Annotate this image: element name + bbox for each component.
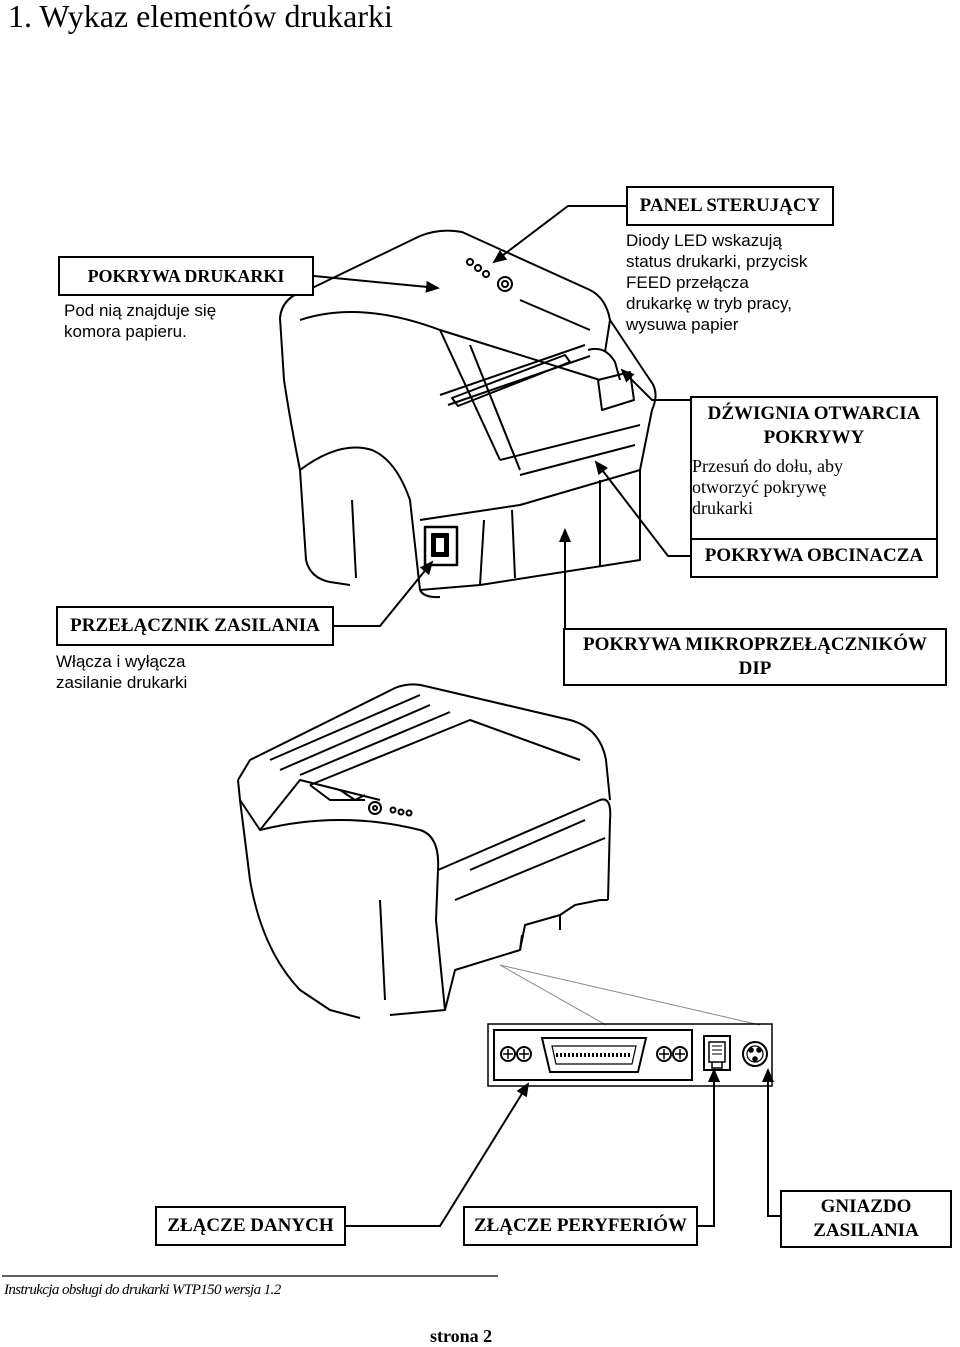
page-title: 1. Wykaz elementów drukarki — [8, 0, 393, 34]
title-line: DŹWIGNIA OTWARCIA — [707, 403, 921, 424]
footer-manual-text: Instrukcja obsługi do drukarki WTP150 we… — [4, 1282, 281, 1298]
desc-line: komora papieru. — [64, 322, 187, 341]
callout-dip-cover-box: POKRYWA MIKROPRZEŁĄCZNIKÓW DIP — [563, 628, 947, 686]
callout-printer-cover-desc: Pod nią znajduje się komora papieru. — [64, 300, 216, 342]
callout-printer-cover-title: POKRYWA DRUKARKI — [87, 266, 285, 286]
callout-printer-cover-title-box: POKRYWA DRUKARKI — [58, 256, 314, 296]
callout-data-connector-box: ZŁĄCZE DANYCH — [155, 1206, 346, 1246]
callout-power-socket-box: GNIAZDO ZASILANIA — [780, 1190, 952, 1248]
callout-cover-lever-box: DŹWIGNIA OTWARCIA POKRYWY Przesuń do doł… — [690, 396, 938, 578]
desc-line: drukarkę w tryb pracy, — [626, 294, 792, 313]
callout-peripheral-connector-box: ZŁĄCZE PERYFERIÓW — [463, 1206, 698, 1246]
callout-control-panel-desc: Diody LED wskazują status drukarki, przy… — [626, 230, 807, 335]
printer-front-illustration — [279, 229, 657, 599]
footer-page-number: strona 2 — [430, 1326, 493, 1346]
callout-power-socket-title: GNIAZDO ZASILANIA — [782, 1195, 950, 1243]
title-line: DIP — [738, 658, 772, 679]
desc-line: status drukarki, przycisk — [626, 252, 808, 271]
desc-line: Przesuń do dołu, aby — [692, 456, 843, 476]
title-line: GNIAZDO — [820, 1196, 912, 1217]
callout-control-panel-title-box: PANEL STERUJĄCY — [626, 186, 834, 226]
callout-dip-cover-title: POKRYWA MIKROPRZEŁĄCZNIKÓW DIP — [565, 633, 945, 681]
desc-line: wysuwa papier — [626, 315, 739, 334]
callout-power-switch-desc: Włącza i wyłącza zasilanie drukarki — [56, 651, 187, 693]
desc-line: drukarki — [692, 498, 753, 518]
callout-power-switch-title: PRZEŁĄCZNIK ZASILANIA — [70, 615, 320, 636]
desc-line: Włącza i wyłącza — [56, 652, 186, 671]
desc-line: Diody LED wskazują — [626, 231, 782, 250]
title-line: ZASILANIA — [813, 1220, 919, 1241]
desc-line: zasilanie drukarki — [56, 673, 188, 692]
printer-back-illustration — [237, 683, 612, 1019]
desc-line: otworzyć pokrywę — [692, 477, 827, 497]
divider — [692, 538, 936, 540]
callout-control-panel-title: PANEL STERUJĄCY — [639, 195, 821, 216]
desc-line: Pod nią znajduje się — [64, 301, 217, 320]
callout-data-connector-title: ZŁĄCZE DANYCH — [167, 1215, 334, 1236]
callout-cover-lever-desc: Przesuń do dołu, aby otworzyć pokrywę dr… — [692, 456, 936, 519]
callout-cutter-cover-title: POKRYWA OBCINACZA — [704, 545, 924, 566]
callout-peripheral-connector-title: ZŁĄCZE PERYFERIÓW — [473, 1215, 688, 1236]
callout-power-switch-title-box: PRZEŁĄCZNIK ZASILANIA — [56, 606, 334, 646]
title-line: POKRYWA MIKROPRZEŁĄCZNIKÓW — [583, 634, 927, 655]
desc-line: FEED przełącza — [626, 273, 749, 292]
connector-panel-illustration — [487, 1023, 773, 1087]
title-line: POKRYWY — [763, 427, 865, 448]
callout-cover-lever-title: DŹWIGNIA OTWARCIA POKRYWY — [692, 402, 936, 450]
